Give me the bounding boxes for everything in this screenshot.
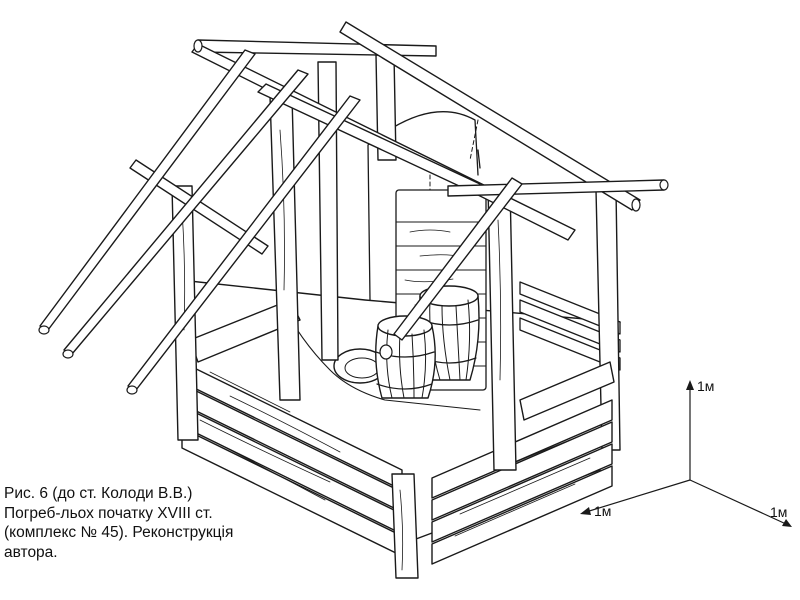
- caption-line-1: Рис. 6 (до ст. Колоди В.В.): [4, 485, 193, 502]
- figure-caption: Рис. 6 (до ст. Колоди В.В.) Погреб-льох …: [4, 484, 304, 562]
- roof-rafters: [38, 21, 669, 395]
- floor-pit-inner: [344, 357, 380, 379]
- axis-right: [689, 479, 787, 525]
- scale-label-right: 1м: [770, 504, 788, 520]
- right-back-wall-logs: [519, 281, 621, 371]
- axis-left: [585, 479, 691, 513]
- caption-line-4: автора.: [4, 543, 58, 561]
- hidden-edge-dashed: [429, 119, 479, 201]
- scale-label-up: 1м: [697, 378, 715, 394]
- left-front-wall-logs: [181, 299, 403, 557]
- caption-line-2: Погреб-льох початку XVIII ст.: [4, 504, 213, 522]
- right-front-wall-logs: [431, 361, 615, 565]
- caption-line-3: (комплекс № 45). Реконструкція: [4, 524, 234, 541]
- scale-label-left: 1м: [594, 503, 612, 519]
- scale-axes: [580, 380, 792, 527]
